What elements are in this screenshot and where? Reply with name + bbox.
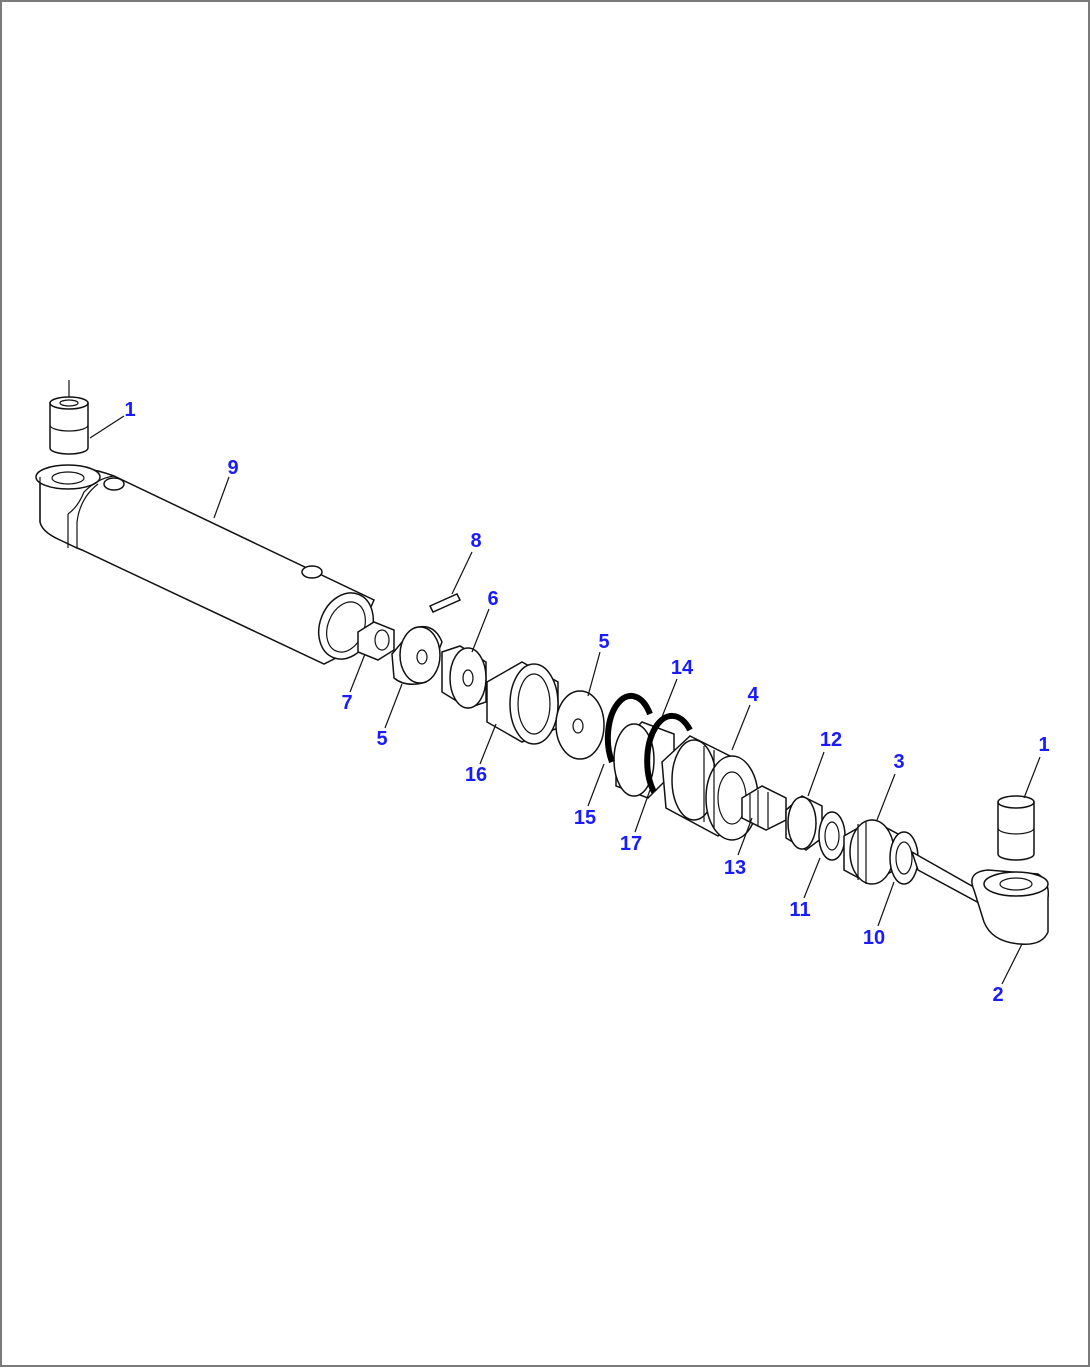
callout-17-ring[interactable]: 17	[619, 833, 643, 855]
bushing-top	[49, 380, 89, 455]
callout-14-piston-ring[interactable]: 14	[670, 657, 694, 679]
callout-13-threaded-stud[interactable]: 13	[723, 857, 747, 879]
callout-12-collar[interactable]: 12	[819, 729, 843, 751]
callout-6-spacer[interactable]: 6	[487, 588, 499, 610]
collar-12	[785, 795, 823, 851]
rod-head	[661, 735, 759, 841]
pin	[428, 593, 462, 613]
callout-1-bushing-top[interactable]: 1	[124, 399, 136, 421]
callout-7-nut[interactable]: 7	[341, 692, 353, 714]
gland	[843, 819, 899, 885]
callout-9-cylinder-tube[interactable]: 9	[227, 457, 239, 479]
sleeve	[486, 661, 559, 745]
callout-16-sleeve[interactable]: 16	[464, 764, 488, 786]
callout-4-rod-head[interactable]: 4	[747, 684, 759, 706]
callout-8-pin[interactable]: 8	[470, 530, 482, 552]
leader-lines	[89, 415, 1041, 985]
bushing-right	[997, 795, 1035, 861]
callout-10-wiper[interactable]: 10	[862, 927, 886, 949]
callout-3-gland[interactable]: 3	[893, 751, 905, 773]
piston	[604, 692, 693, 799]
threaded-stud	[741, 785, 787, 831]
callout-1-bushing-right[interactable]: 1	[1038, 734, 1050, 756]
washer-right	[555, 690, 605, 760]
callout-11-seal[interactable]: 11	[789, 899, 811, 921]
nut	[357, 621, 395, 661]
callout-5-collar-left[interactable]: 5	[376, 728, 388, 750]
spacer	[441, 645, 487, 709]
piston-rod	[910, 850, 1050, 945]
cylinder-tube	[35, 464, 375, 665]
collar-left	[391, 625, 443, 685]
callout-15-ring[interactable]: 15	[573, 807, 597, 829]
seal-11	[818, 811, 846, 861]
callout-5-washer-right[interactable]: 5	[598, 631, 610, 653]
callout-2-piston-rod[interactable]: 2	[992, 984, 1004, 1006]
